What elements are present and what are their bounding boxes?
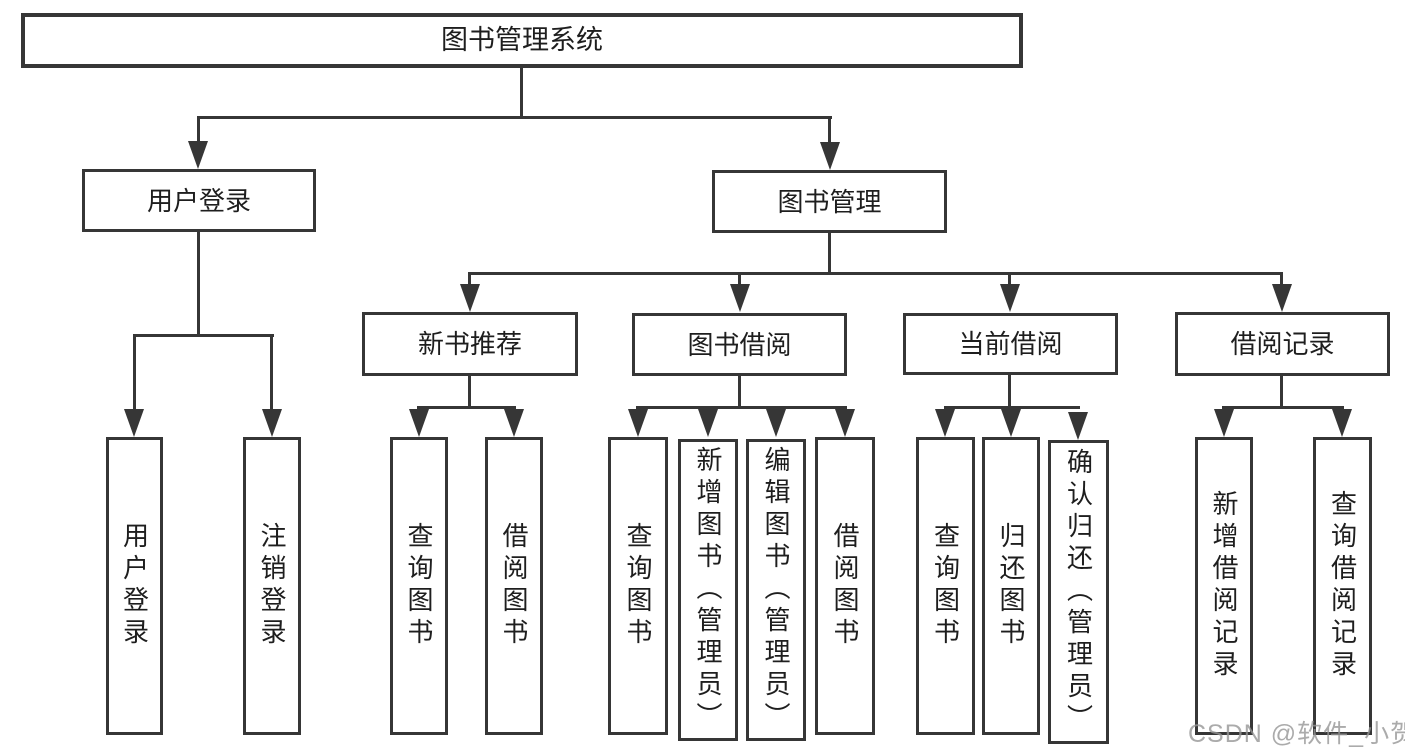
- leaf-user-login: 用户登录: [106, 437, 163, 735]
- arrowhead-down-icon: [409, 409, 429, 437]
- node-book-management: 图书管理: [712, 170, 947, 233]
- connector-line-vertical: [468, 275, 471, 286]
- leaf-confirm-return-admin-label: 确认归还（管理员）: [1063, 448, 1094, 736]
- connector-line-vertical: [197, 119, 200, 143]
- node-new-book-recommendation-label: 新书推荐: [417, 329, 522, 359]
- leaf-user-login-label: 用户登录: [119, 522, 150, 650]
- leaf-add-book-admin-label: 新增图书（管理员）: [693, 446, 723, 734]
- connector-line-horizontal: [133, 334, 274, 337]
- connector-line-vertical: [1008, 375, 1011, 406]
- leaf-logout: 注销登录: [243, 437, 301, 735]
- connector-line-vertical: [270, 337, 273, 410]
- leaf-return-book: 归还图书: [982, 437, 1040, 735]
- arrowhead-down-icon: [1068, 412, 1088, 440]
- leaf-recommend-query-book-label: 查询图书: [404, 522, 434, 650]
- leaf-query-borrow-record: 查询借阅记录: [1313, 437, 1372, 735]
- arrowhead-down-icon: [1272, 284, 1292, 312]
- connector-line-horizontal: [1222, 406, 1344, 409]
- connector-line-vertical: [738, 376, 741, 406]
- leaf-logout-label: 注销登录: [257, 522, 287, 650]
- connector-line-vertical: [1280, 275, 1283, 286]
- leaf-recommend-borrow-book: 借阅图书: [485, 437, 543, 735]
- leaf-query-borrow-record-label: 查询借阅记录: [1327, 490, 1358, 682]
- arrowhead-down-icon: [835, 409, 855, 437]
- leaf-current-query-book: 查询图书: [916, 437, 975, 735]
- node-current-borrowing-label: 当前借阅: [958, 329, 1063, 359]
- node-current-borrowing: 当前借阅: [903, 313, 1118, 375]
- connector-line-vertical: [1008, 275, 1011, 286]
- arrowhead-down-icon: [262, 409, 282, 437]
- leaf-borrowing-query-book-label: 查询图书: [623, 522, 653, 650]
- connector-line-vertical: [828, 233, 831, 272]
- connector-line-vertical: [1280, 376, 1283, 406]
- leaf-borrowing-borrow-book-label: 借阅图书: [830, 522, 860, 650]
- leaf-borrowing-borrow-book: 借阅图书: [815, 437, 875, 735]
- leaf-confirm-return-admin: 确认归还（管理员）: [1048, 440, 1109, 744]
- leaf-borrowing-query-book: 查询图书: [608, 437, 668, 735]
- connector-line-vertical: [828, 119, 831, 144]
- arrowhead-down-icon: [730, 284, 750, 312]
- leaf-edit-book-admin: 编辑图书（管理员）: [746, 439, 806, 741]
- node-borrowing-records-label: 借阅记录: [1230, 329, 1335, 359]
- node-new-book-recommendation: 新书推荐: [362, 312, 578, 376]
- node-book-borrowing: 图书借阅: [632, 313, 847, 376]
- leaf-recommend-query-book: 查询图书: [390, 437, 448, 735]
- connector-line-vertical: [468, 376, 471, 406]
- connector-line-vertical: [738, 275, 741, 286]
- leaf-current-query-book-label: 查询图书: [930, 522, 961, 650]
- connector-line-vertical: [520, 68, 523, 119]
- node-library-management-system: 图书管理系统: [21, 13, 1023, 68]
- connector-line-horizontal: [944, 406, 1080, 409]
- arrowhead-down-icon: [124, 409, 144, 437]
- arrowhead-down-icon: [1214, 409, 1234, 437]
- arrowhead-down-icon: [766, 409, 786, 437]
- connector-line-vertical: [197, 232, 200, 334]
- leaf-add-book-admin: 新增图书（管理员）: [678, 439, 738, 741]
- connector-line-horizontal: [417, 406, 516, 409]
- arrowhead-down-icon: [935, 409, 955, 437]
- arrowhead-down-icon: [1332, 409, 1352, 437]
- connector-line-vertical: [133, 337, 136, 410]
- arrowhead-down-icon: [188, 141, 208, 169]
- connector-line-horizontal: [636, 406, 847, 409]
- node-user-login-label: 用户登录: [146, 185, 251, 216]
- arrowhead-down-icon: [504, 409, 524, 437]
- leaf-edit-book-admin-label: 编辑图书（管理员）: [761, 446, 791, 734]
- node-user-login: 用户登录: [82, 169, 316, 232]
- arrowhead-down-icon: [820, 142, 840, 170]
- leaf-add-borrow-record-label: 新增借阅记录: [1209, 490, 1239, 682]
- arrowhead-down-icon: [1000, 284, 1020, 312]
- node-book-management-label: 图书管理: [777, 186, 882, 217]
- leaf-recommend-borrow-book-label: 借阅图书: [499, 522, 529, 650]
- arrowhead-down-icon: [460, 284, 480, 312]
- leaf-add-borrow-record: 新增借阅记录: [1195, 437, 1253, 735]
- arrowhead-down-icon: [628, 409, 648, 437]
- node-book-borrowing-label: 图书借阅: [687, 329, 792, 360]
- leaf-return-book-label: 归还图书: [996, 522, 1026, 650]
- arrowhead-down-icon: [698, 409, 718, 437]
- watermark-text: CSDN @软件_小贺同学: [1188, 720, 1405, 747]
- node-borrowing-records: 借阅记录: [1175, 312, 1390, 376]
- node-library-management-system-label: 图书管理系统: [441, 25, 603, 55]
- connector-line-horizontal: [197, 116, 832, 119]
- arrowhead-down-icon: [1001, 409, 1021, 437]
- connector-line-horizontal: [468, 272, 1283, 275]
